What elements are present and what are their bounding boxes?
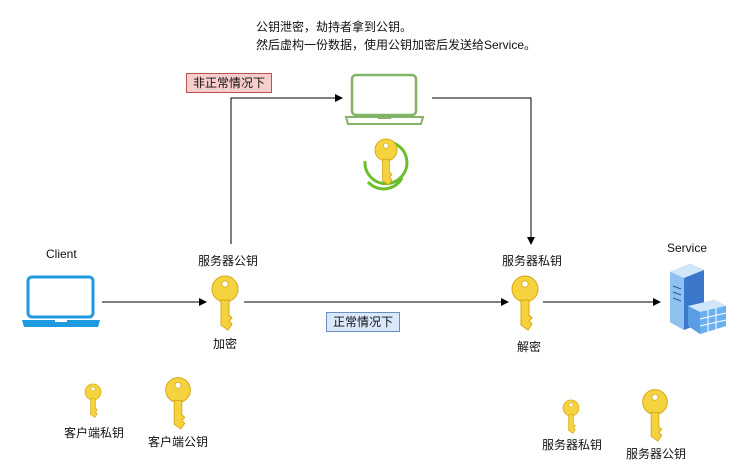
abnormal-case-tag: 非正常情况下	[186, 73, 273, 93]
encrypt-label: 加密	[213, 337, 238, 351]
key-icon	[84, 383, 102, 418]
server-public-key-label: 服务器公钥	[198, 254, 259, 268]
legend-server-public-key: 服务器公钥	[626, 447, 687, 461]
laptop-icon	[344, 73, 425, 125]
key-icon	[374, 138, 398, 186]
key-icon	[562, 399, 580, 434]
arrow-key-to-hijacker	[230, 94, 343, 244]
connector-lines	[102, 94, 661, 306]
key-icon	[211, 275, 239, 331]
decrypt-label: 解密	[517, 340, 542, 354]
hijack-note: 公钥泄密，劫持者拿到公钥。 然后虚构一份数据，使用公钥加密后发送给Service…	[256, 18, 536, 54]
normal-case-tag: 正常情况下	[326, 312, 401, 332]
server-private-key-label: 服务器私钥	[502, 254, 563, 268]
client-label: Client	[46, 247, 77, 261]
laptop-icon	[22, 275, 100, 327]
arrow-hijacker-to-private-key	[432, 97, 535, 245]
hijack-note-line1: 公钥泄密，劫持者拿到公钥。	[256, 20, 413, 34]
key-icon	[642, 389, 668, 442]
hijack-note-line2: 然后虚构一份数据，使用公钥加密后发送给Service。	[256, 38, 537, 52]
key-icon	[165, 377, 191, 430]
server-icon	[670, 264, 727, 334]
refresh-icon	[363, 140, 409, 191]
legend-server-private-key: 服务器私钥	[542, 438, 603, 452]
legend-client-private-key: 客户端私钥	[64, 426, 125, 440]
service-label: Service	[667, 241, 708, 255]
legend-client-public-key: 客户端公钥	[148, 435, 209, 449]
key-icon	[511, 275, 539, 331]
